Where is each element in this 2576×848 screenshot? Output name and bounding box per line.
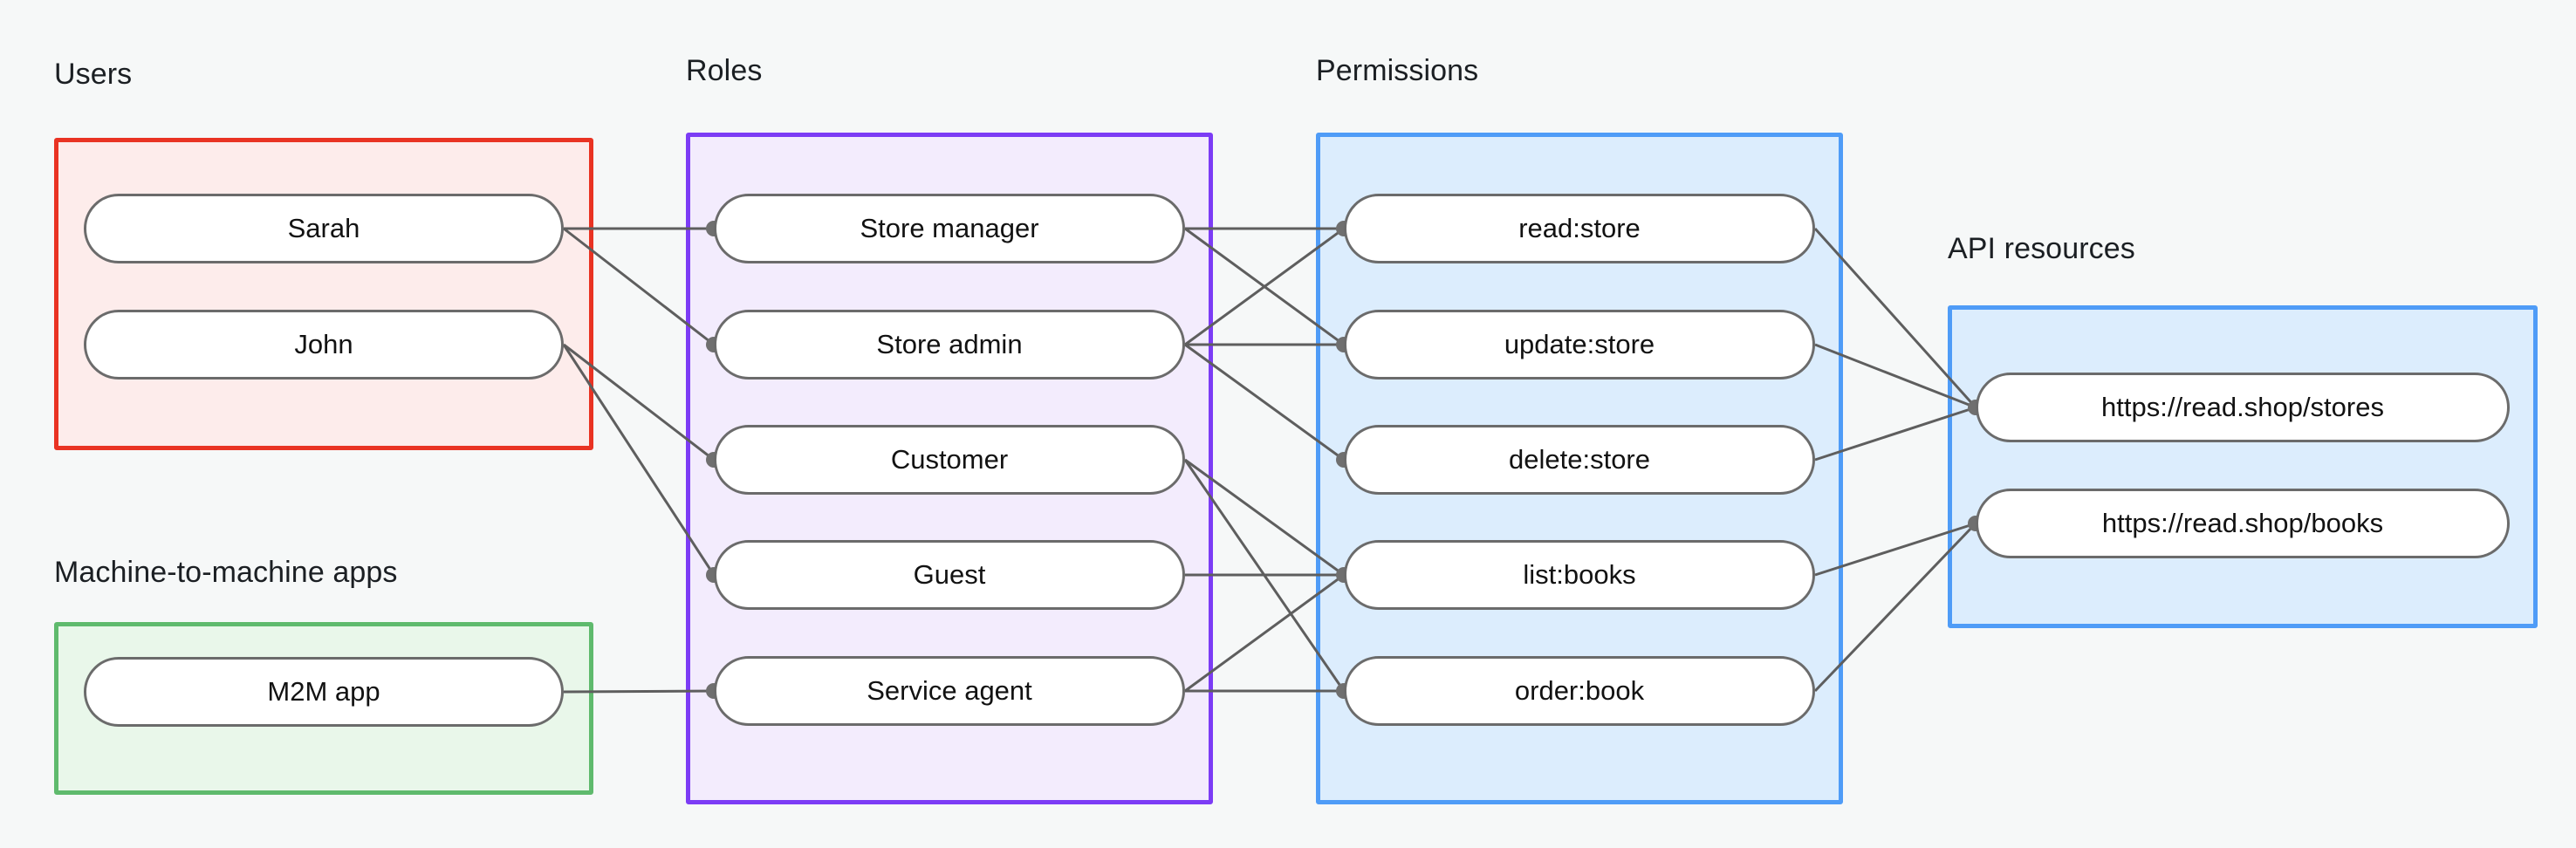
group-label-roles: Roles xyxy=(686,54,763,87)
group-box-users xyxy=(54,138,593,450)
node-apibooks[interactable]: https://read.shop/books xyxy=(1976,489,2510,558)
node-listbooks[interactable]: list:books xyxy=(1344,540,1815,610)
group-box-api xyxy=(1948,305,2538,628)
node-apistores[interactable]: https://read.shop/stores xyxy=(1976,373,2510,442)
node-label: update:store xyxy=(1504,329,1655,359)
node-sarah[interactable]: Sarah xyxy=(84,194,564,263)
node-storeadmin[interactable]: Store admin xyxy=(714,310,1185,380)
node-customer[interactable]: Customer xyxy=(714,425,1185,495)
node-orderbook[interactable]: order:book xyxy=(1344,656,1815,726)
node-label: Service agent xyxy=(867,675,1032,706)
node-updatestore[interactable]: update:store xyxy=(1344,310,1815,380)
node-readstore[interactable]: read:store xyxy=(1344,194,1815,263)
node-label: list:books xyxy=(1523,559,1636,590)
node-deletestore[interactable]: delete:store xyxy=(1344,425,1815,495)
node-label: delete:store xyxy=(1509,444,1650,475)
group-label-m2m: Machine-to-machine apps xyxy=(54,556,398,589)
node-m2mapp[interactable]: M2M app xyxy=(84,657,564,727)
node-label: M2M app xyxy=(267,676,380,707)
node-label: read:store xyxy=(1518,213,1641,243)
node-storemanager[interactable]: Store manager xyxy=(714,194,1185,263)
node-john[interactable]: John xyxy=(84,310,564,380)
node-label: https://read.shop/stores xyxy=(2101,392,2384,422)
group-label-api: API resources xyxy=(1948,232,2135,265)
node-label: Store admin xyxy=(876,329,1023,359)
node-label: Guest xyxy=(913,559,986,590)
node-serviceagent[interactable]: Service agent xyxy=(714,656,1185,726)
node-label: John xyxy=(294,329,353,359)
group-label-users: Users xyxy=(54,58,133,91)
node-label: order:book xyxy=(1514,675,1645,706)
node-label: Store manager xyxy=(860,213,1039,243)
group-label-permissions: Permissions xyxy=(1316,54,1479,87)
node-guest[interactable]: Guest xyxy=(714,540,1185,610)
node-label: https://read.shop/books xyxy=(2101,508,2384,538)
node-label: Sarah xyxy=(287,213,360,243)
node-label: Customer xyxy=(890,444,1009,475)
